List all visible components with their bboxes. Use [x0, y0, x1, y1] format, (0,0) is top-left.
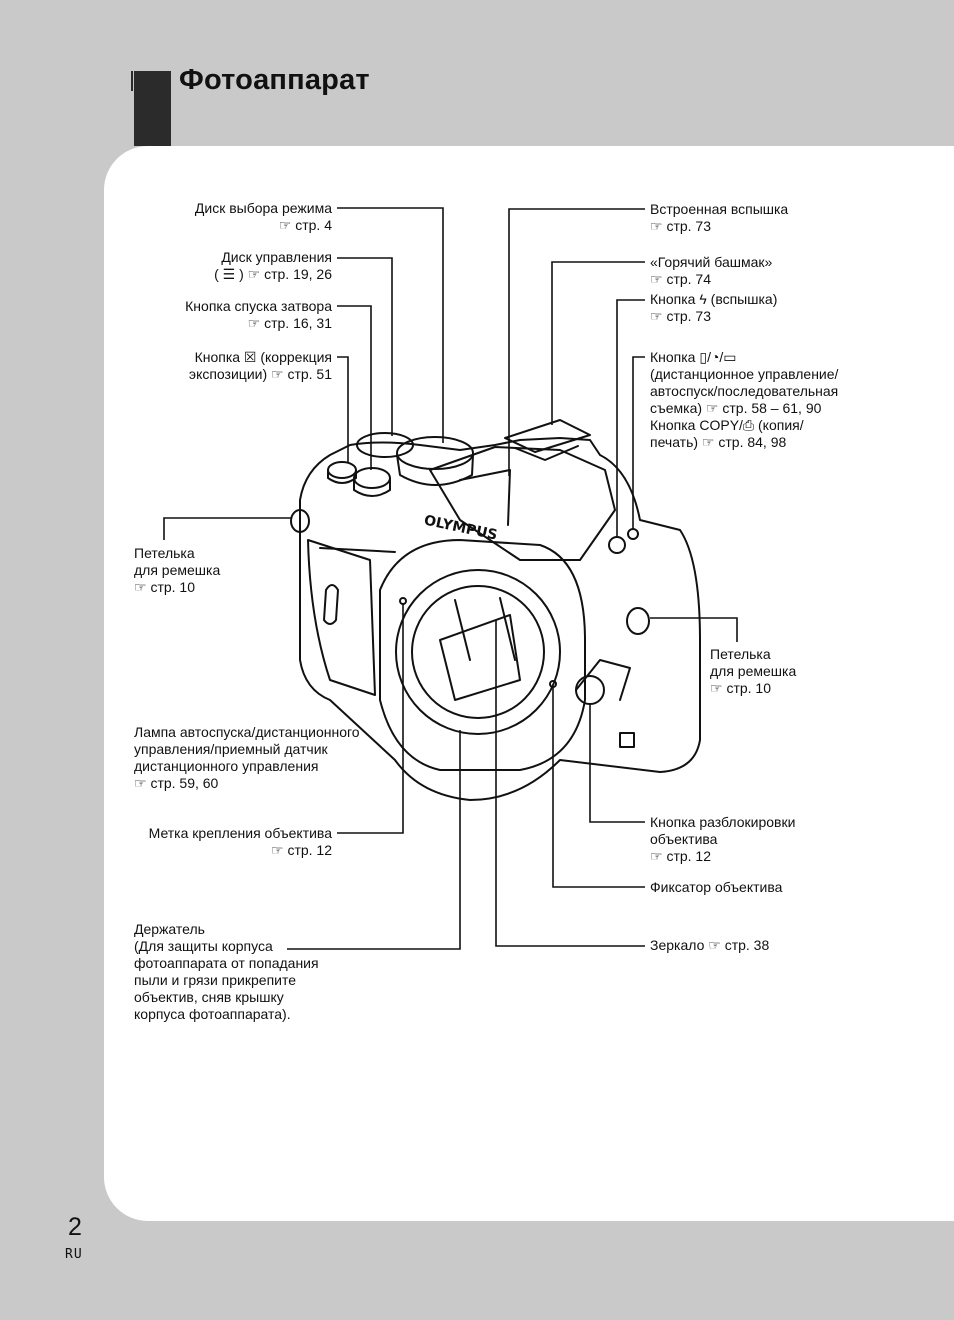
flash-button-outline: [608, 536, 626, 554]
strap-lug-right: [626, 607, 650, 635]
mirror-outline: [439, 614, 521, 701]
lens-mount-ring: [395, 569, 561, 735]
label-self-timer-lamp: Лампа автоспуска/дистанционного управлен…: [134, 724, 360, 791]
camera-illustration: [290, 419, 701, 801]
label-lens-mark: Метка крепления объектива ☞ стр. 12: [148, 825, 332, 858]
exposure-button-outline: [327, 461, 357, 479]
strap-lug-left: [290, 509, 310, 533]
drive-button-outline: [627, 528, 639, 540]
lens-release-outline: [575, 675, 605, 705]
leader-lines-right: [495, 208, 738, 947]
label-shutter-button: Кнопка спуска затвора ☞ стр. 16, 31: [185, 298, 332, 331]
label-flash-button: Кнопка ϟ (вспышка) ☞ стр. 73: [650, 291, 778, 324]
label-mount-cap: Держатель (Для защиты корпуса фотоаппара…: [134, 921, 319, 1022]
shutter-button-outline: [353, 467, 391, 489]
label-lens-lock: Фиксатор объектива: [650, 879, 783, 895]
mode-dial-outline: [396, 436, 474, 470]
leader-lines-left: [163, 207, 461, 950]
page-language: RU: [65, 1247, 83, 1262]
label-builtin-flash: Встроенная вспышка ☞ стр. 73: [650, 201, 789, 234]
label-hot-shoe: «Горячий башмак» ☞ стр. 74: [650, 254, 773, 287]
content-panel: [104, 146, 954, 1221]
title-tick: [131, 71, 133, 91]
grip-outline: [307, 539, 376, 696]
label-strap-right: Петелька для ремешка ☞ стр. 10: [710, 646, 797, 696]
label-control-dial: Диск управления ( ☰ ) ☞ стр. 19, 26: [214, 249, 332, 282]
hot-shoe-outline: [504, 419, 591, 453]
page-title: Фотоаппарат: [179, 64, 370, 96]
control-dial-outline: [356, 432, 414, 458]
label-exposure-button: Кнопка ☒ (коррекция экспозиции) ☞ стр. 5…: [188, 349, 332, 382]
label-mode-dial: Диск выбора режима ☞ стр. 4: [194, 200, 332, 233]
camera-body-outline: [299, 437, 701, 801]
title-bar-decoration: [134, 71, 171, 146]
label-drive-button: Кнопка ▯/◔/▭ (дистанционное управление/ …: [650, 349, 839, 450]
mount-frame: [379, 539, 586, 771]
label-strap-left: Петелька для ремешка ☞ стр. 10: [134, 545, 221, 595]
label-lens-release: Кнопка разблокировки объектива ☞ стр. 12: [650, 814, 796, 864]
camera-brand-text: OLYMPUS: [423, 513, 499, 544]
label-mirror: Зеркало ☞ стр. 38: [650, 937, 770, 953]
page-number: 2: [68, 1213, 82, 1241]
